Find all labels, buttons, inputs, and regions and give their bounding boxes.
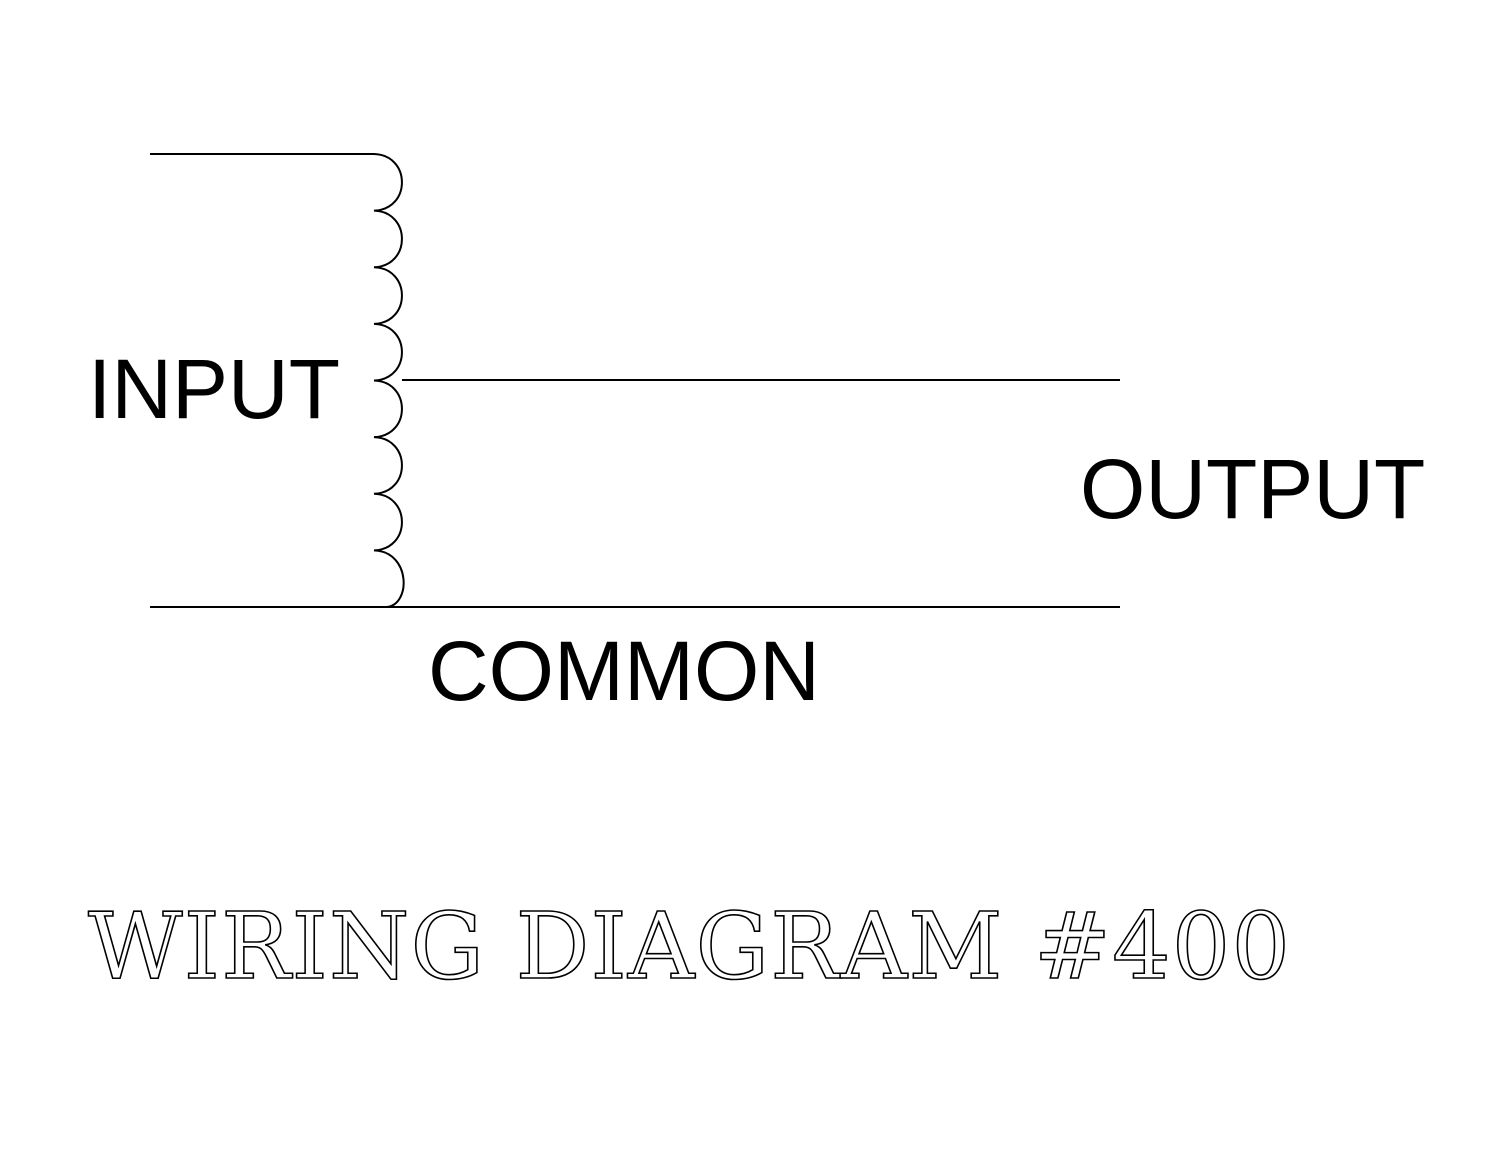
coil-winding [373,153,405,608]
input-label: INPUT [88,342,340,436]
diagram-title: WIRING DIAGRAM #400 [88,893,1300,1000]
output-label: OUTPUT [1080,442,1425,536]
common-label: COMMON [428,624,820,718]
transformer-coil [373,153,405,608]
